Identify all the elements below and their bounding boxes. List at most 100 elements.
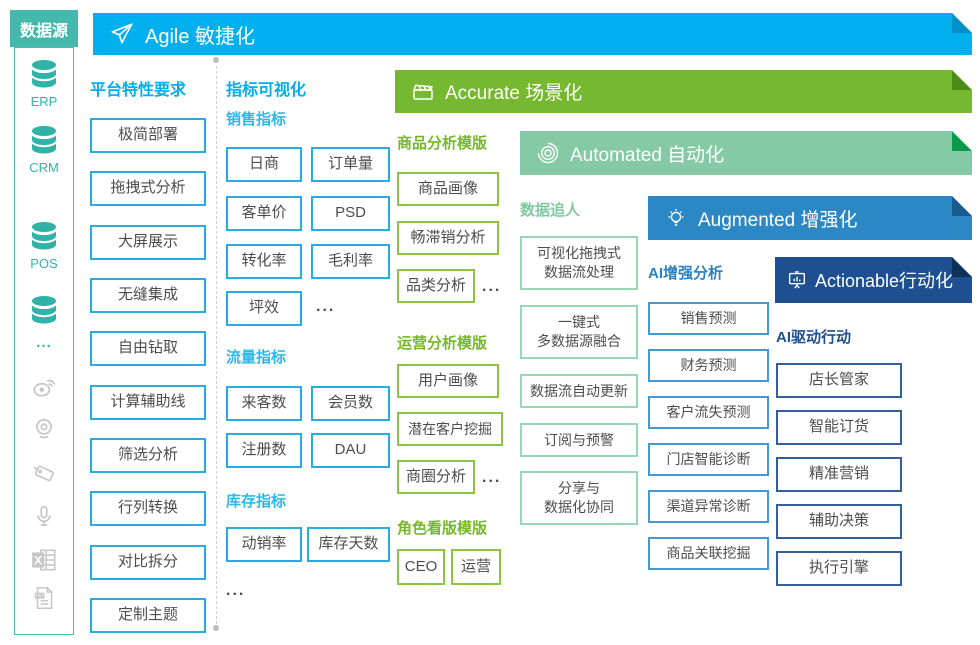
data-chase-title: 数据追人	[520, 202, 581, 219]
inventory-metrics-title: 库存指标	[226, 493, 287, 510]
role-template: 运营	[451, 549, 501, 585]
operation-template: 用户画像	[397, 364, 499, 398]
folded-corner	[952, 257, 972, 277]
database-icon	[14, 222, 74, 252]
sales-metric: 日商	[226, 147, 302, 182]
txt-file-icon: TXT	[14, 584, 74, 612]
operation-templates-more: ...	[482, 469, 502, 486]
product-template: 商品画像	[397, 172, 499, 206]
source-label-erp: ERP	[30, 94, 58, 109]
svg-text:X: X	[34, 553, 42, 567]
product-template: 畅滞销分析	[397, 221, 499, 255]
sales-metrics-title: 销售指标	[226, 111, 287, 128]
ai-analysis-item: 销售预测	[648, 302, 769, 335]
data-sources-panel	[14, 47, 74, 635]
svg-text:TXT: TXT	[35, 593, 44, 598]
sales-metric: PSD	[311, 196, 390, 231]
excel-file-icon: X	[14, 547, 74, 573]
banner-automated: Automated 自动化	[520, 131, 972, 175]
product-templates-title: 商品分析模版	[397, 135, 488, 152]
webcam-icon	[14, 416, 74, 442]
ai-action-item: 执行引擎	[776, 551, 902, 586]
inventory-metric: 库存天数	[307, 527, 390, 562]
platform-item: 定制主题	[90, 598, 206, 633]
folded-corner	[952, 131, 972, 151]
data-chase-item: 分享与 数据化协同	[520, 471, 638, 525]
inventory-metric: 动销率	[226, 527, 302, 562]
data-chase-item: 数据流自动更新	[520, 374, 638, 408]
sales-metric: 订单量	[311, 147, 390, 182]
folded-corner	[952, 70, 972, 90]
sales-metric: 转化率	[226, 244, 302, 279]
source-label-pos: POS	[30, 256, 58, 271]
dashed-divider	[216, 66, 217, 624]
ai-analysis-item: 渠道异常诊断	[648, 490, 769, 523]
platform-features-title: 平台特性要求	[90, 82, 187, 99]
sales-metric: 坪效	[226, 291, 302, 326]
sales-metric: 毛利率	[311, 244, 390, 279]
product-templates-more: ...	[482, 278, 502, 295]
clapperboard-icon	[411, 80, 435, 104]
banner-actionable-label: Actionable行动化	[815, 271, 954, 291]
ai-analysis-item: 商品关联挖掘	[648, 537, 769, 570]
weibo-icon	[14, 374, 74, 400]
traffic-metrics-title: 流量指标	[226, 349, 287, 366]
traffic-metric: 来客数	[226, 386, 302, 421]
database-icon	[14, 296, 74, 326]
ai-analysis-item: 客户流失预测	[648, 396, 769, 429]
banner-agile-label: Agile 敏捷化	[145, 25, 256, 48]
banner-automated-label: Automated 自动化	[570, 144, 725, 166]
platform-item: 自由钻取	[90, 331, 206, 366]
traffic-metric: DAU	[311, 433, 390, 468]
paper-plane-icon	[109, 21, 135, 47]
banner-agile: Agile 敏捷化	[93, 13, 972, 55]
ai-action-title: AI驱动行动	[776, 329, 852, 346]
ai-analysis-title: AI增强分析	[648, 265, 724, 282]
divider-dot-bottom	[213, 625, 219, 631]
platform-item: 拖拽式分析	[90, 171, 206, 206]
divider-dot-top	[213, 57, 219, 63]
platform-item: 对比拆分	[90, 545, 206, 580]
database-icon	[14, 126, 74, 156]
product-template: 品类分析	[397, 269, 475, 303]
sales-metrics-more: ...	[316, 298, 336, 315]
banner-accurate-label: Accurate 场景化	[445, 83, 583, 104]
ellipsis-icon: ...	[36, 334, 52, 351]
presentation-chart-icon	[786, 269, 808, 291]
traffic-metric: 注册数	[226, 433, 302, 468]
platform-item: 筛选分析	[90, 438, 206, 473]
platform-item: 行列转换	[90, 491, 206, 526]
operation-template: 潜在客户挖掘	[397, 412, 503, 446]
ai-action-item: 店长管家	[776, 363, 902, 398]
rfid-tag-icon	[14, 460, 74, 486]
banner-actionable: Actionable行动化	[775, 257, 972, 303]
platform-item: 极简部署	[90, 118, 206, 153]
data-sources-title: 数据源	[10, 10, 78, 47]
ai-action-item: 精准营销	[776, 457, 902, 492]
microphone-icon	[14, 503, 74, 531]
lightbulb-icon	[664, 206, 688, 230]
database-icon	[14, 60, 74, 90]
operation-template: 商圈分析	[397, 460, 475, 494]
operation-templates-title: 运营分析模版	[397, 335, 488, 352]
platform-item: 大屏展示	[90, 225, 206, 260]
data-chase-item: 可视化拖拽式 数据流处理	[520, 236, 638, 290]
ai-action-item: 智能订货	[776, 410, 902, 445]
data-chase-item: 一键式 多数据源融合	[520, 305, 638, 359]
ai-analysis-item: 财务预测	[648, 349, 769, 382]
role-templates-title: 角色看版模版	[397, 520, 488, 537]
folded-corner	[952, 196, 972, 216]
platform-item: 计算辅助线	[90, 385, 206, 420]
metrics-title: 指标可视化	[226, 82, 307, 99]
concentric-circles-icon	[536, 141, 560, 165]
traffic-metric: 会员数	[311, 386, 390, 421]
folded-corner	[952, 13, 972, 33]
banner-augmented-label: Augmented 增强化	[698, 209, 858, 231]
sales-metric: 客单价	[226, 196, 302, 231]
data-chase-item: 订阅与预警	[520, 423, 638, 457]
banner-accurate: Accurate 场景化	[395, 70, 972, 113]
inventory-metrics-more: ...	[226, 582, 246, 599]
role-template: CEO	[397, 549, 445, 585]
platform-item: 无缝集成	[90, 278, 206, 313]
